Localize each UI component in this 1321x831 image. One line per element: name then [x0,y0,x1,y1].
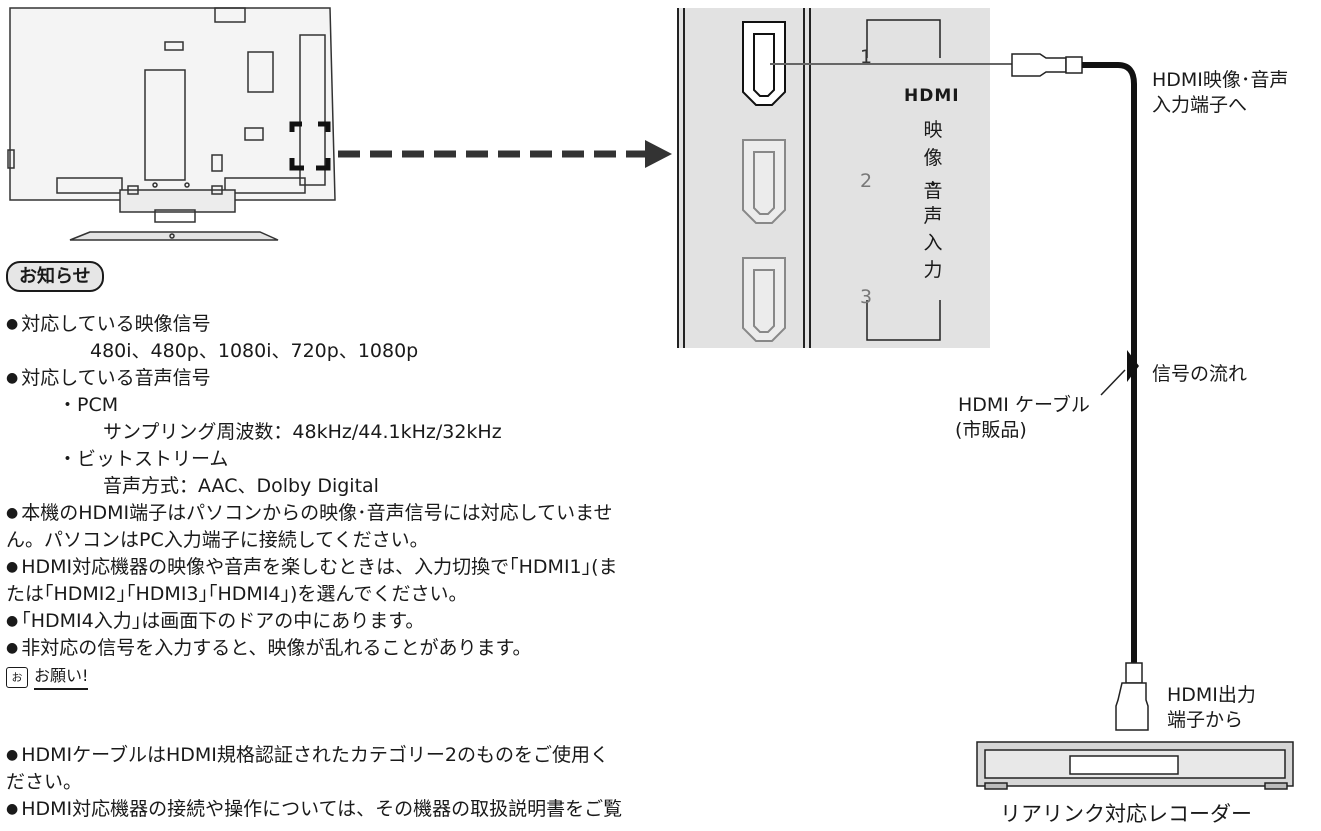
tv-back-illustration [7,7,336,241]
zoom-arrow [338,140,672,168]
vertical-label-1: 映 [923,119,943,141]
hdmi-input-label-2: 入力端子へ [1152,94,1248,116]
hdmi-port-2 [742,139,786,224]
hdmi-input-label-1: HDMI映像･音声 [1152,69,1289,91]
hdmi-port-3 [742,257,786,342]
port-number-1: 1 [860,46,873,68]
notice-input-select: HDMI対応機器の映像や音声を楽しむときは、入力切換で｢HDMI1｣(ま [6,555,617,581]
cable-label-1: HDMI ケーブル [958,394,1090,416]
cable-label-2: (市販品) [955,419,1027,441]
port-number-3: 3 [860,286,873,308]
hdmi-output-label-1: HDMI出力 [1167,684,1256,706]
hdmi-logo: HDMI [904,86,960,106]
request-title: お願い! [34,664,89,690]
request-cable-category: HDMIケーブルはHDMI規格認証されたカテゴリー2のものをご使用く [6,743,609,769]
vertical-label-5: 声 [923,205,943,227]
request-manual: HDMI対応機器の接続や操作については、その機器の取扱説明書をご覧 [6,797,622,823]
recorder-label: リアリンク対応レコーダー [1000,802,1252,826]
notice-pc-unsupported: 本機のHDMI端子はパソコンからの映像･音声信号には対応していませ [6,501,612,527]
notice-video-signal: 対応している映像信号 [6,312,210,338]
notice-audio-format: 音声方式：AAC、Dolby Digital [103,475,379,497]
notice-pcm: ・PCM [58,394,119,416]
vertical-label-4: 音 [923,180,943,202]
notice-pc-unsupported-cont: ん。パソコンはPC入力端子に接続してください。 [6,529,429,551]
recorder-illustration [976,741,1294,790]
notice-hdmi4: ｢HDMI4入力｣は画面下のドアの中にあります。 [6,609,424,635]
notice-title: お知らせ [6,261,104,292]
hdmi-output-label-2: 端子から [1167,709,1244,731]
vertical-label-2: 像 [923,147,943,169]
notice-bitstream: ・ビットストリーム [58,448,229,470]
notice-unsupported-signal: 非対応の信号を入力すると、映像が乱れることがあります。 [6,636,531,662]
port-number-2: 2 [860,170,873,192]
signal-flow-label: 信号の流れ [1152,363,1248,385]
request-cable-category-cont: ださい。 [6,771,83,793]
vertical-label-6: 入 [923,232,943,254]
notice-audio-signal: 対応している音声信号 [6,366,210,392]
hdmi-cable [770,53,1149,731]
notice-sampling: サンプリング周波数：48kHz/44.1kHz/32kHz [103,421,502,443]
vertical-label-7: 力 [923,259,943,281]
hdmi-port-1 [742,21,786,106]
vertical-label-3: ・ [923,174,943,196]
notice-video-formats: 480i、480p、1080i、720p、1080p [90,340,419,362]
notice-input-select-cont: たは｢HDMI2｣｢HDMI3｣｢HDMI4｣)を選んでください。 [6,583,468,605]
request-icon: お [6,667,28,688]
